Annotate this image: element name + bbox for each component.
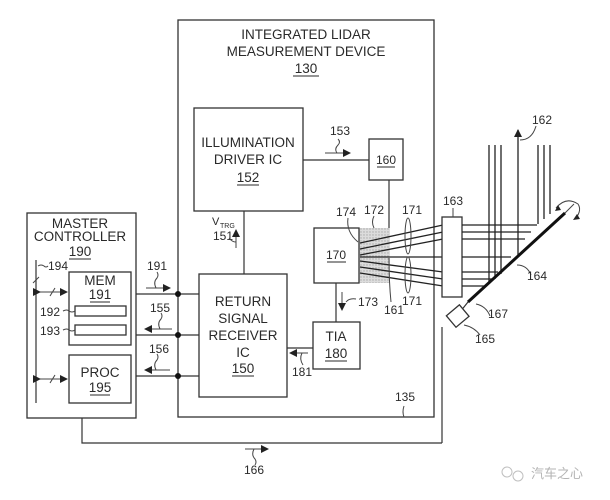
junction-dot-1 [175,291,181,297]
scan-beams [462,145,551,287]
master-line2: CONTROLLER [34,229,127,244]
leader-153 [335,138,340,154]
scanning-mirror-164 [466,211,567,304]
label-156: 156 [149,342,169,356]
leader-166 [252,448,257,466]
leader-167 [475,303,491,317]
label-172: 172 [364,203,384,217]
receiver-line1: RETURN [215,294,271,309]
leader-164 [516,264,532,276]
tia-ref: 180 [325,346,348,361]
proc-ref: 195 [89,380,112,395]
illum-line2: DRIVER IC [214,152,283,167]
device-ref: 130 [295,61,318,76]
label-162: 162 [532,113,552,127]
optics-element-163 [441,216,463,298]
label-165: 165 [475,332,495,346]
junction-dot-2 [175,332,181,338]
receiver-line4: IC [236,345,250,360]
leader-193 [62,328,76,332]
leader-191 [154,271,159,289]
label-194: 194 [48,259,68,273]
receiver-line3: RECEIVER [208,328,277,343]
label-173: 173 [358,295,378,309]
label-167: 167 [488,307,508,321]
processor-block: PROC 195 [68,354,132,404]
return-signal-receiver-block: RETURN SIGNAL RECEIVER IC 150 [198,273,288,398]
leader-162 [519,125,537,141]
label-164: 164 [527,269,547,283]
illumination-driver-block: ILLUMINATION DRIVER IC 152 [193,107,304,212]
junction-dot-3 [175,373,181,379]
label-155: 155 [150,301,170,315]
leader-161 [388,257,392,303]
tia-label: TIA [325,329,346,344]
actuator-165 [445,303,470,329]
memory-slot-193 [74,324,127,336]
detector-block: 170 [313,227,360,284]
emitter-block: 160 [368,138,404,181]
device-title-line2: MEASUREMENT DEVICE [227,44,386,59]
label-171-upper: 171 [402,203,422,217]
leader-135 [402,405,405,418]
tia-block: TIA 180 [312,321,361,370]
watermark-text: 汽车之心 [531,466,583,482]
detector-ref: 170 [326,248,346,262]
lens-171-lower [404,256,412,294]
receiver-ref: 150 [232,361,255,376]
label-171-lower: 171 [402,294,422,308]
lens-171-upper [404,217,412,255]
label-166: 166 [244,463,264,477]
memory-block: MEM 191 [68,271,132,346]
leader-156 [154,353,159,371]
memory-slot-192 [74,305,127,317]
emitter-ref: 160 [376,153,396,167]
illum-line1: ILLUMINATION [201,135,295,150]
watermark: 汽车之心 [501,466,583,482]
receiver-line2: SIGNAL [218,311,268,326]
leader-165 [463,324,481,336]
leader-155 [158,312,163,330]
label-161: 161 [384,303,404,317]
leader-181 [300,352,304,366]
label-135: 135 [395,390,415,404]
label-191: 191 [147,259,167,273]
illum-ref: 152 [237,170,260,185]
label-163: 163 [443,194,463,208]
label-153: 153 [330,124,350,138]
vtrg-subscript: TRG [220,223,235,230]
mem-ref: 191 [89,287,112,302]
label-192: 192 [40,305,60,319]
label-174: 174 [336,205,356,219]
control-line-166 [81,418,442,444]
label-151: 151 [213,229,233,243]
master-line1: MASTER [52,216,109,231]
leader-174 [347,217,359,243]
device-title-line1: INTEGRATED LIDAR [241,27,371,42]
return-beams [359,224,444,287]
label-181: 181 [292,365,312,379]
leader-151 [228,237,237,243]
leader-194 [37,264,49,268]
proc-label: PROC [80,365,119,380]
rotation-indicator [555,200,581,219]
leader-173 [345,298,357,303]
vtrg-label: V [212,216,220,228]
leader-172 [372,215,375,229]
label-193: 193 [40,324,60,338]
leader-192 [62,309,76,313]
mem-label: MEM [84,273,116,288]
master-ref: 190 [69,244,92,259]
